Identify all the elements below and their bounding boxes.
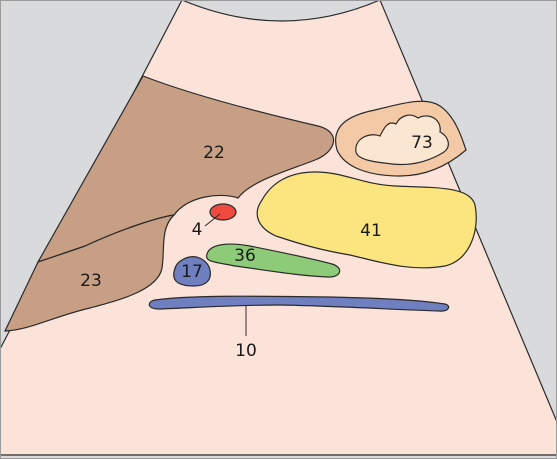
label-36: 36 [234, 246, 256, 266]
label-41: 41 [360, 221, 382, 241]
label-73: 73 [411, 133, 433, 153]
label-22: 22 [203, 143, 225, 163]
structure-4-region [210, 204, 236, 220]
label-23: 23 [80, 271, 102, 291]
label-17: 17 [181, 262, 203, 282]
label-4: 4 [192, 220, 203, 240]
label-10: 10 [235, 341, 257, 361]
